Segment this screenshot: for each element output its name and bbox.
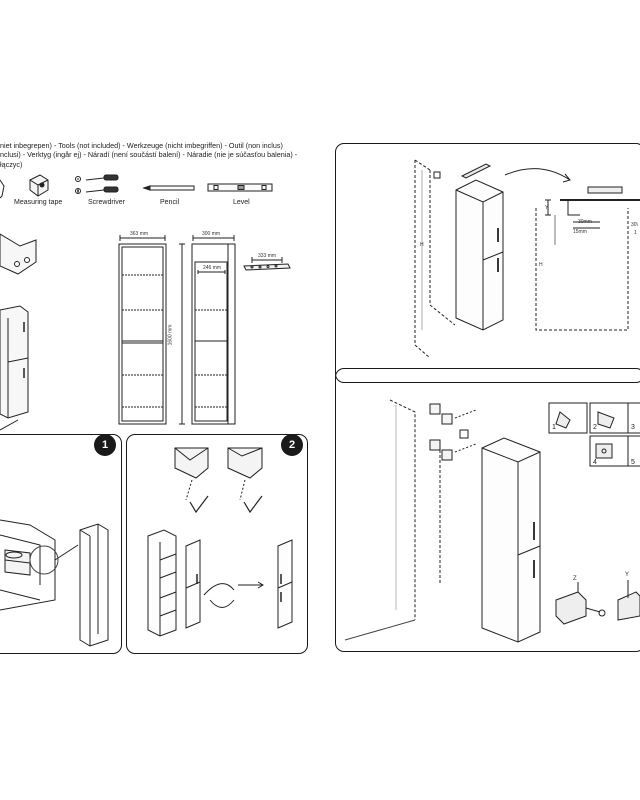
tools-header-line: łączyc)	[0, 159, 23, 169]
wall-label-15mm: 15mm	[573, 229, 587, 235]
hinge-substep-1: 1	[552, 424, 556, 431]
tool-label-pencil: Pencil	[160, 199, 180, 206]
tool-label-level: Level	[233, 199, 250, 206]
cabinet-side-view	[179, 235, 236, 425]
screwdriver-icon	[75, 174, 119, 194]
cabinet-top-detail	[0, 233, 37, 275]
pencil-icon	[142, 185, 195, 191]
step-2-panel	[126, 434, 308, 654]
hinge-substep-3: 3	[631, 424, 635, 431]
wall-label-h: H	[420, 242, 424, 248]
tool-label-measuring-tape: Measuring tape	[14, 199, 63, 206]
measuring-tape-icon	[29, 174, 49, 197]
cabinet-front-view	[118, 235, 167, 425]
wrench-icon	[0, 179, 5, 199]
wall-label-h-detail: H	[539, 262, 543, 268]
tools-header-line: nclusi) - Verktyg (ingår ej) - Náradí (n…	[0, 150, 298, 160]
cabinet-small-preview	[0, 305, 29, 431]
hinge-panel	[335, 368, 640, 652]
hinge-substep-4: 4	[593, 459, 597, 466]
depth-dimension: 363 mm	[130, 231, 149, 237]
hinge-substep-2: 2	[593, 424, 597, 431]
wall-label-y: Y	[545, 205, 549, 211]
tools-header-line: niet inbegrepen) - Tools (not included) …	[0, 141, 283, 150]
wall-label-30mm: 30mm	[578, 219, 592, 225]
wall-label-30-cut: 30\	[631, 222, 638, 228]
step-1-badge: 1	[94, 434, 116, 456]
tool-label-screwdriver: Screwdriver	[88, 199, 125, 206]
wall-mount-panel	[335, 143, 640, 383]
width-dimension: 300 mm	[202, 231, 221, 237]
step-2-badge: 2	[281, 434, 303, 456]
level-icon	[207, 183, 273, 192]
axis-z-label: Z	[573, 576, 577, 582]
tools-header: niet inbegrepen) - Tools (not included) …	[0, 141, 300, 169]
step-1-panel	[0, 434, 122, 654]
axis-y-label: Y	[625, 572, 630, 578]
rail-dimension: 333 mm	[258, 253, 277, 259]
hinge-substep-5: 5	[631, 459, 635, 466]
inner-width-dimension: 246 mm	[203, 265, 222, 271]
wall-rail	[243, 257, 291, 271]
wall-label-1: 1	[634, 230, 637, 236]
